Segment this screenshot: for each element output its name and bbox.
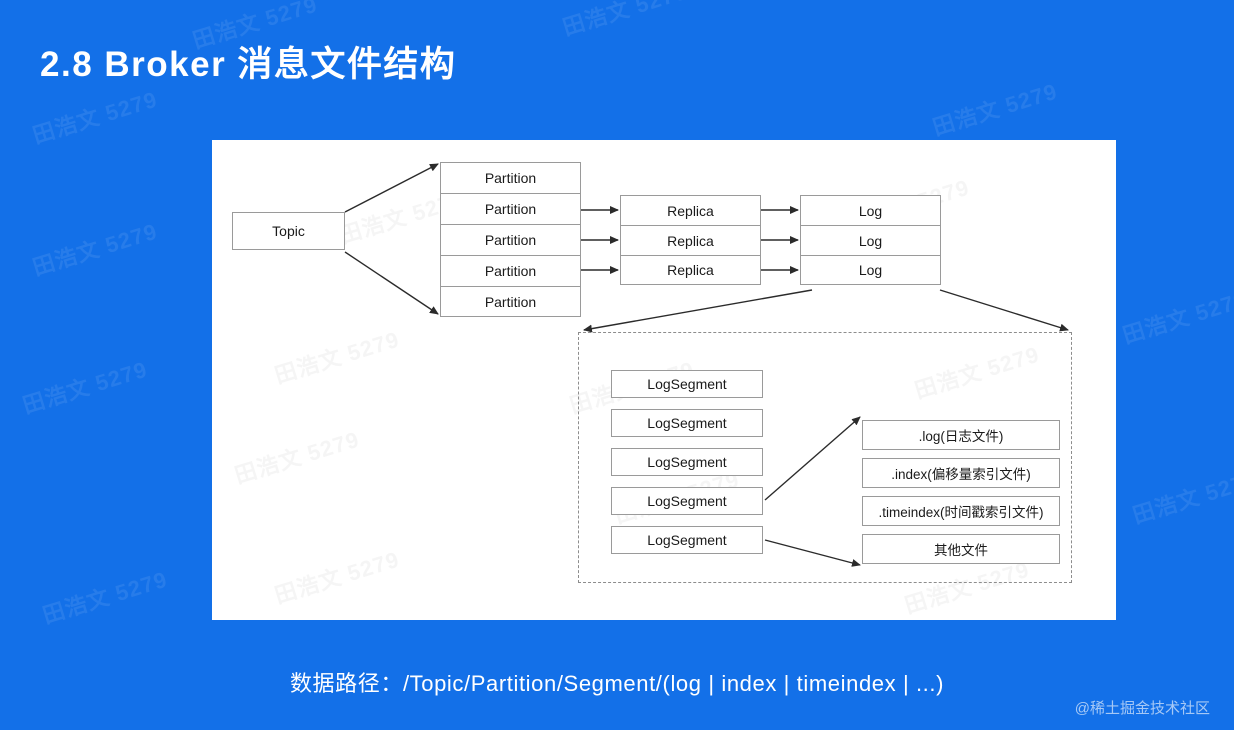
- log-stack: Log Log Log: [800, 195, 941, 285]
- replica-label: Replica: [667, 262, 714, 278]
- replica-label: Replica: [667, 232, 714, 249]
- partition-row[interactable]: Partition: [440, 162, 581, 193]
- log-row[interactable]: Log: [800, 225, 941, 255]
- replica-row[interactable]: Replica: [620, 225, 761, 255]
- logsegment-box[interactable]: LogSegment: [611, 448, 763, 476]
- topic-label: Topic: [272, 223, 305, 239]
- diagram-panel: 田浩文 5279 田浩文 5279 田浩文 5279 田浩文 5279 田浩文 …: [212, 140, 1116, 620]
- log-label: Log: [858, 232, 883, 249]
- replica-row[interactable]: Replica: [620, 195, 761, 225]
- logsegment-label: LogSegment: [647, 376, 727, 392]
- watermark: 田浩文 5279: [1119, 286, 1234, 349]
- log-row[interactable]: Log: [800, 195, 941, 225]
- partition-stack: Partition Partition Partition Partition …: [440, 162, 581, 317]
- data-path-caption: 数据路径：/Topic/Partition/Segment/(log | ind…: [289, 671, 945, 696]
- watermark: 田浩文 5279: [231, 426, 363, 489]
- log-label: Log: [858, 202, 883, 219]
- logsegment-box[interactable]: LogSegment: [611, 370, 763, 398]
- partition-row[interactable]: Partition: [440, 286, 581, 317]
- edge-topic-to-partitions-top: [344, 163, 439, 213]
- page-title: 2.8 Broker 消息文件结构: [40, 45, 457, 84]
- partition-label: Partition: [484, 201, 537, 217]
- edge-log-to-group-right: [939, 289, 1069, 332]
- segment-file-box[interactable]: 其他文件: [862, 534, 1060, 564]
- logsegment-label: LogSegment: [647, 454, 727, 470]
- segment-file-box[interactable]: .index(偏移量索引文件): [862, 458, 1060, 488]
- watermark: 田浩文 5279: [559, 0, 691, 41]
- source-credit: @稀土掘金技术社区: [1074, 700, 1210, 717]
- segment-file-box[interactable]: .log(日志文件): [862, 420, 1060, 450]
- logsegment-group-container: [578, 332, 1072, 583]
- partition-label: Partition: [484, 170, 537, 186]
- watermark: 田浩文 5279: [19, 356, 151, 419]
- segment-file-label: .index(偏移量索引文件): [891, 467, 1031, 482]
- logsegment-label: LogSegment: [647, 532, 727, 548]
- edge-log-to-group-left: [583, 289, 813, 333]
- partition-row[interactable]: Partition: [440, 193, 581, 224]
- watermark: 田浩文 5279: [929, 78, 1061, 141]
- watermark: 田浩文 5279: [39, 566, 171, 629]
- log-row[interactable]: Log: [800, 255, 941, 285]
- watermark: 田浩文 5279: [29, 86, 161, 149]
- segment-file-label: .log(日志文件): [918, 429, 1004, 444]
- logsegment-box[interactable]: LogSegment: [611, 487, 763, 515]
- partition-label: Partition: [484, 293, 537, 310]
- partition-label: Partition: [484, 263, 537, 279]
- watermark: 田浩文 5279: [271, 326, 403, 389]
- replica-row[interactable]: Replica: [620, 255, 761, 285]
- log-label: Log: [858, 262, 883, 278]
- partition-row[interactable]: Partition: [440, 224, 581, 255]
- segment-file-box[interactable]: .timeindex(时间戳索引文件): [862, 496, 1060, 526]
- logsegment-box[interactable]: LogSegment: [611, 526, 763, 554]
- watermark: 田浩文 5279: [271, 546, 403, 609]
- replica-label: Replica: [667, 202, 714, 219]
- watermark: 田浩文 5279: [1129, 466, 1234, 529]
- partition-label: Partition: [484, 232, 537, 248]
- edge-topic-to-partitions-bottom: [344, 251, 439, 315]
- watermark: 田浩文 5279: [29, 218, 161, 281]
- segment-file-label: 其他文件: [934, 543, 988, 558]
- replica-stack: Replica Replica Replica: [620, 195, 761, 285]
- segment-file-label: .timeindex(时间戳索引文件): [878, 505, 1044, 520]
- logsegment-label: LogSegment: [647, 415, 727, 431]
- topic-box[interactable]: Topic: [232, 212, 345, 250]
- partition-row[interactable]: Partition: [440, 255, 581, 286]
- logsegment-box[interactable]: LogSegment: [611, 409, 763, 437]
- logsegment-label: LogSegment: [647, 493, 727, 509]
